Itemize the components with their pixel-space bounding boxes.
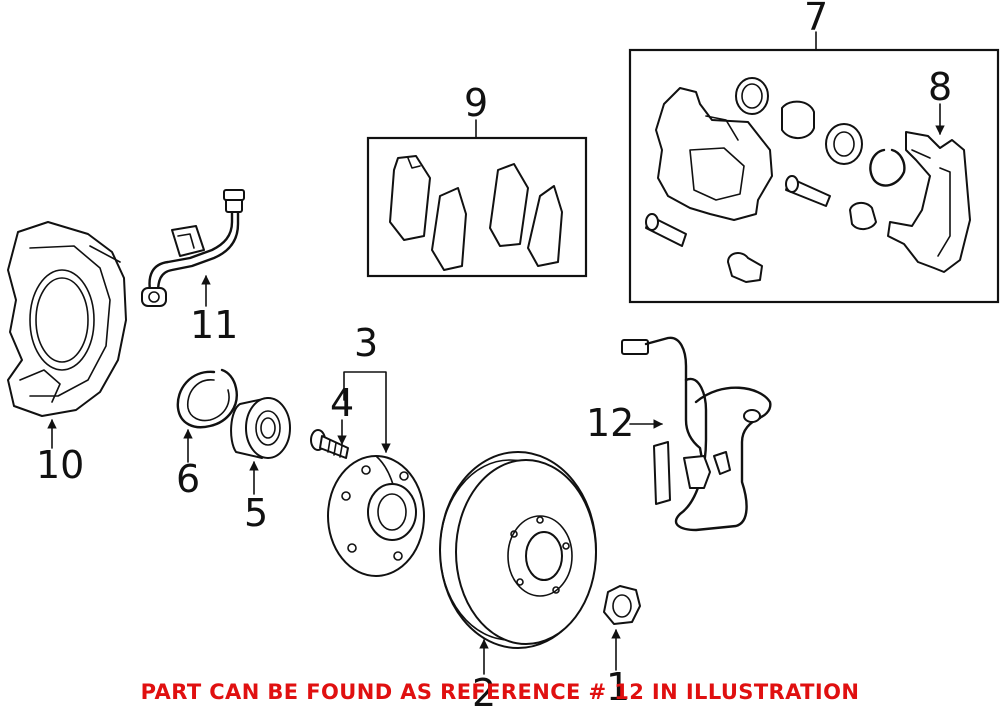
callout-6: 6 [176, 457, 200, 501]
callout-7: 7 [804, 0, 828, 39]
callout-4: 4 [330, 381, 354, 425]
reference-caption: PART CAN BE FOUND AS REFERENCE # 12 IN I… [141, 680, 860, 704]
callout-2: 2 [472, 671, 496, 711]
brake-pads-part [366, 136, 588, 278]
leader-3 [343, 371, 391, 453]
callout-12: 12 [586, 401, 634, 445]
callout-labels: 1 2 3 4 5 6 7 8 9 10 11 12 [36, 0, 952, 711]
callout-8: 8 [928, 65, 952, 109]
callout-5: 5 [244, 491, 268, 535]
callout-1: 1 [606, 665, 630, 709]
callout-3: 3 [354, 321, 378, 365]
callout-10: 10 [36, 443, 84, 487]
dust-shield-part [7, 221, 127, 417]
leader-lines [47, 31, 945, 675]
snap-ring-part [176, 368, 238, 429]
wheel-hub-part [327, 455, 425, 577]
brake-hose-part [141, 189, 245, 307]
callout-11: 11 [190, 303, 238, 347]
abs-sensor-part [621, 336, 772, 532]
callout-9: 9 [464, 81, 488, 125]
brake-caliper-part [628, 48, 1000, 304]
caliper-bracket-part [887, 131, 971, 273]
hub-nut-part [603, 585, 641, 625]
wheel-bearing-part [230, 397, 291, 459]
brake-rotor-part [439, 451, 597, 649]
